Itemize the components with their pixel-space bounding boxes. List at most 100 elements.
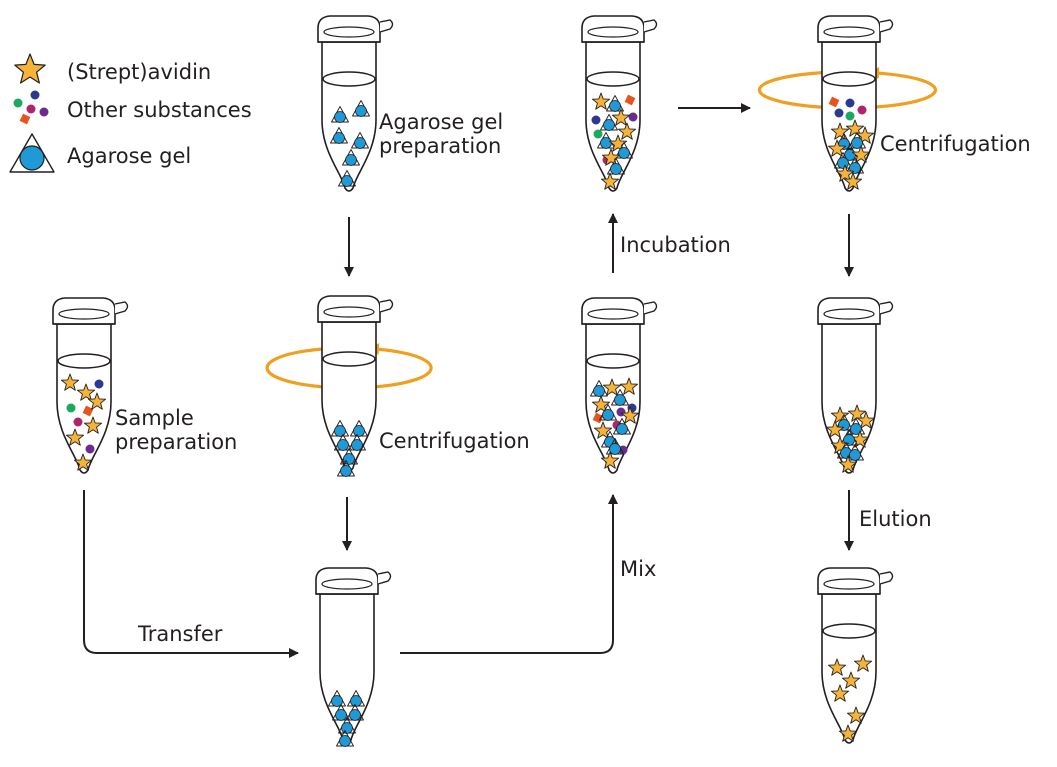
agarose-bead-icon: [609, 443, 621, 455]
agarose-prep-label: preparation: [379, 134, 501, 158]
streptavidin-star-icon: [830, 684, 850, 702]
liquid-surface: [822, 623, 876, 639]
microtube: [52, 297, 129, 474]
tube-hinge: [643, 19, 658, 33]
agarose-bead-icon: [850, 423, 862, 435]
streptavidin-star-icon: [620, 406, 640, 424]
other-substance-dot-icon: [857, 105, 867, 115]
legend-other-dot-icon: [26, 104, 36, 114]
centrifugation-label: Centrifugation: [379, 429, 530, 453]
agarose-bead-icon: [609, 100, 621, 112]
sample-prep-label: preparation: [115, 430, 237, 454]
agarose-bead-icon: [602, 409, 614, 421]
streptavidin-star-icon: [76, 383, 96, 401]
agarose-bead-icon: [610, 163, 622, 175]
other-substance-square-icon: [82, 405, 94, 417]
tube-hinge: [879, 571, 894, 585]
streptavidin-star-icon: [843, 172, 863, 190]
streptavidin-star-icon: [846, 706, 866, 724]
legend-other-label: Other substances: [67, 98, 252, 122]
streptavidin-star-icon: [838, 455, 858, 473]
agarose-bead-icon: [851, 137, 863, 149]
agarose-bead-icon: [333, 132, 345, 144]
agarose-bead-icon: [837, 157, 849, 169]
tube-cap-rim: [323, 26, 375, 38]
agarose-bead-icon: [350, 695, 362, 707]
incubation-label: Incubation: [620, 233, 731, 257]
tube-body: [321, 41, 377, 192]
streptavidin-star-icon: [845, 119, 865, 137]
microtube: [581, 15, 658, 192]
streptavidin-star-icon: [602, 378, 622, 396]
tubes: [52, 15, 938, 747]
agarose-bead-icon: [345, 154, 357, 166]
streptavidin-star-icon: [87, 392, 107, 410]
agarose-bead-icon: [335, 709, 347, 721]
legend-other-dot-icon: [13, 98, 23, 108]
other-substance-dot-icon: [628, 112, 638, 122]
streptavidin-star-icon: [600, 172, 620, 190]
other-substance-dot-icon: [593, 129, 603, 139]
other-substance-dot-icon: [73, 417, 83, 427]
transfer-arrow: [83, 490, 299, 658]
transfer-label: Transfer: [137, 622, 223, 646]
other-substance-dot-icon: [591, 115, 601, 125]
tube-hinge: [377, 571, 392, 585]
centrifugation-label: Centrifugation: [880, 132, 1031, 156]
streptavidin-star-icon: [593, 421, 613, 439]
tube-hinge: [643, 301, 658, 315]
liquid-surface: [586, 353, 640, 369]
liquid-surface: [822, 71, 876, 87]
tube-cap-rim: [823, 578, 875, 590]
elution-label: Elution: [859, 507, 932, 531]
legend: (Strept)avidin Other substances Agarose …: [9, 53, 252, 173]
sample-prep-label: Sample: [115, 406, 194, 430]
legend-star-icon: [14, 53, 46, 84]
other-substance-square-icon: [624, 94, 636, 106]
agarose-bead-icon: [616, 423, 628, 435]
streptavidin-star-icon: [827, 658, 847, 676]
agarose-bead-icon: [600, 137, 612, 149]
legend-other-square-icon: [19, 113, 31, 125]
streptavidin-star-icon: [825, 420, 845, 438]
tube-cap-rim: [58, 308, 110, 320]
streptavidin-star-icon: [830, 406, 850, 424]
tube-cap-rim: [823, 308, 875, 320]
liquid-surface: [322, 351, 376, 367]
streptavidin-star-icon: [83, 416, 103, 434]
liquid-surface: [57, 353, 111, 369]
microtube: [817, 567, 894, 744]
other-substance-dot-icon: [845, 98, 855, 108]
streptavidin-star-icon: [855, 126, 875, 144]
agarose-bead-icon: [618, 147, 630, 159]
other-substance-square-icon: [592, 412, 604, 424]
tube-hinge: [879, 19, 894, 33]
tube-cap-rim: [321, 578, 373, 590]
streptavidin-star-icon: [591, 92, 611, 110]
other-substance-dot-icon: [845, 111, 855, 121]
streptavidin-star-icon: [591, 395, 611, 413]
flow-arrows: [83, 103, 854, 658]
agarose-bead-icon: [334, 111, 346, 123]
legend-streptavidin-label: (Strept)avidin: [67, 60, 211, 84]
agarose-bead-icon: [331, 695, 343, 707]
other-substance-dot-icon: [66, 403, 76, 413]
tube-cap-rim: [323, 306, 375, 318]
streptavidin-star-icon: [851, 145, 871, 163]
mix-label: Mix: [620, 557, 656, 581]
streptavidin-star-icon: [611, 108, 631, 126]
other-substance-dot-icon: [94, 379, 104, 389]
tube-cap-rim: [587, 26, 639, 38]
agarose-bead-icon: [339, 735, 351, 747]
streptavidin-star-icon: [830, 122, 850, 140]
streptavidin-star-icon: [60, 373, 80, 391]
tube-body: [319, 593, 375, 744]
tube-hinge: [379, 19, 394, 33]
agarose-bead-icon: [354, 137, 366, 149]
tube-hinge: [114, 301, 129, 315]
other-substance-dot-icon: [834, 108, 844, 118]
microtube: [317, 15, 394, 192]
agarose-bead-icon: [341, 175, 353, 187]
